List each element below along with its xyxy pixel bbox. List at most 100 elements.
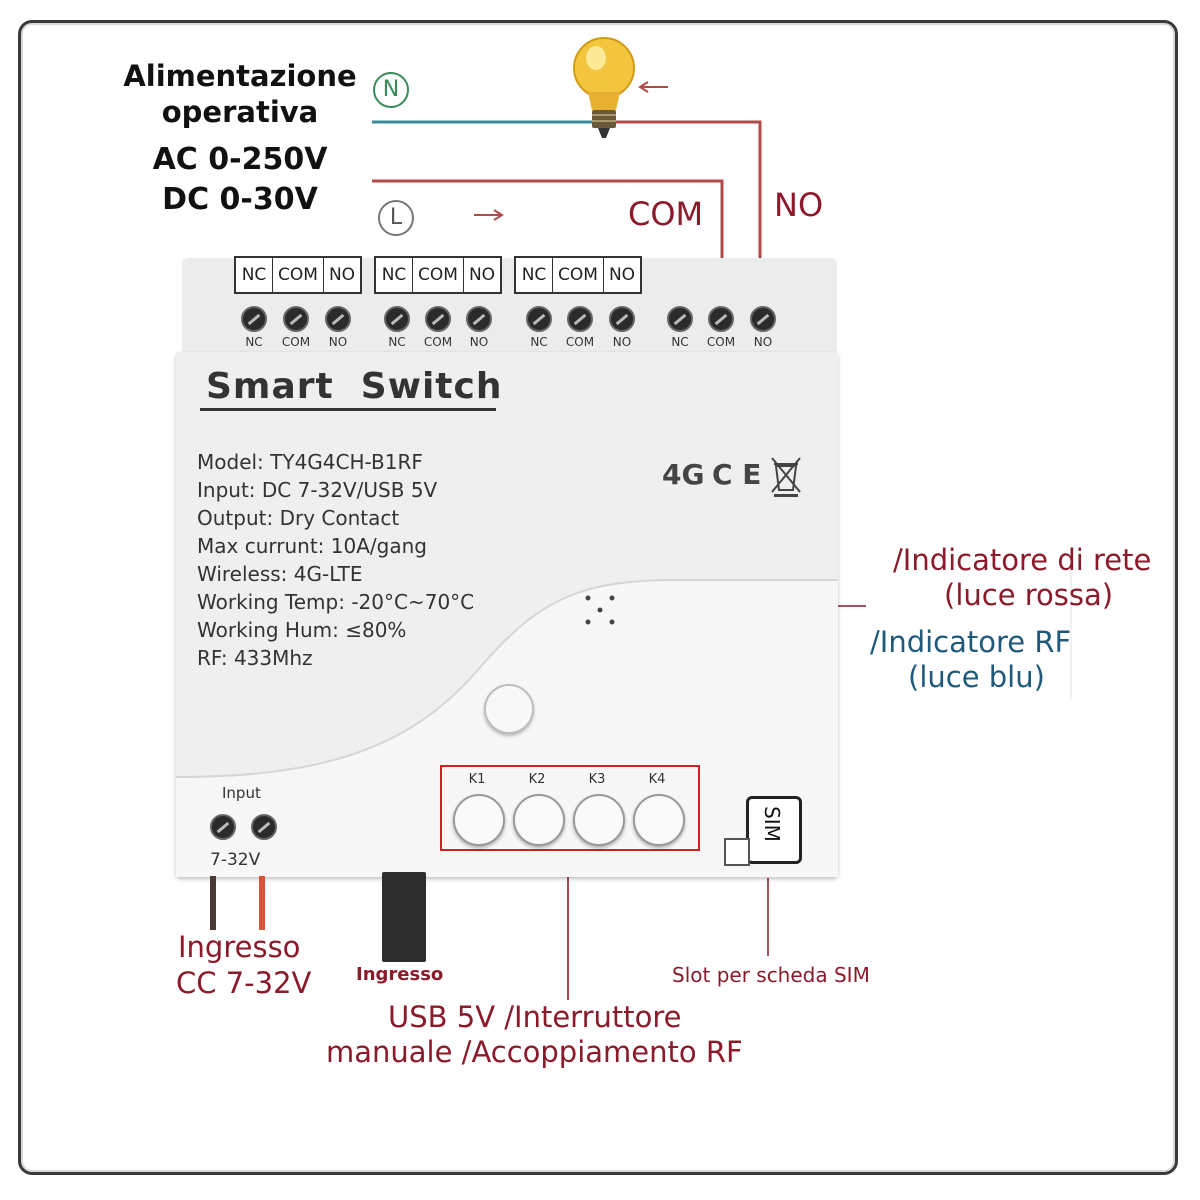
terminal-screw[interactable] — [567, 306, 593, 332]
terminal-screw[interactable] — [526, 306, 552, 332]
k3-label: K3 — [588, 772, 606, 787]
terminal-screw[interactable] — [241, 306, 267, 332]
input-screw[interactable] — [251, 814, 277, 840]
screw-label: NC — [245, 335, 263, 349]
arrow-right-icon — [474, 209, 504, 221]
sim-card-icon — [746, 796, 802, 864]
usb-switch-label-line2: manuale /Accoppiamento RF — [326, 1035, 743, 1069]
spec-humidity: Working Hum: ≤80% — [197, 618, 407, 642]
terminal-box-3: NC COM NO — [514, 256, 642, 294]
spec-input: Input: DC 7-32V/USB 5V — [197, 478, 438, 502]
spec-output: Output: Dry Contact — [197, 506, 400, 530]
neutral-label: N — [373, 72, 409, 108]
dc-range: DC 0-30V — [162, 182, 318, 217]
terminal-box-2: NC COM NO — [374, 256, 502, 294]
no-label: NO — [774, 186, 824, 224]
led-dot — [597, 607, 603, 613]
led-dot — [609, 619, 615, 625]
screw-label: NC — [530, 335, 548, 349]
no-wire — [612, 120, 762, 305]
led-dot — [609, 595, 615, 601]
sim-slot-label: Slot per scheda SIM — [672, 963, 870, 987]
spec-model: Model: TY4G4CH-B1RF — [197, 450, 423, 474]
k4-button[interactable] — [633, 794, 685, 846]
terminal-screw[interactable] — [667, 306, 693, 332]
terminal-screw[interactable] — [384, 306, 410, 332]
terminal-box-label: NC — [236, 258, 273, 292]
spec-current: Max currunt: 10A/gang — [197, 534, 427, 558]
terminal-screw[interactable] — [325, 306, 351, 332]
diagram-frame — [18, 20, 1178, 1175]
usb-cable — [382, 872, 426, 962]
com-label: COM — [628, 195, 704, 233]
power-range: AC 0-250V DC 0-30V — [120, 140, 360, 220]
arrow-left-icon — [638, 81, 668, 93]
network-indicator-label: /Indicatore di rete — [893, 543, 1152, 577]
screw-label: NO — [612, 335, 632, 349]
usb-input-label: Ingresso — [356, 964, 444, 985]
screw-label: NO — [328, 335, 348, 349]
terminal-box-label: COM — [273, 258, 324, 292]
terminal-box-label: NO — [328, 265, 356, 285]
network-indicator-color: (luce rossa) — [944, 578, 1114, 612]
rf-indicator-color: (luce blu) — [908, 660, 1045, 694]
power-title-line1: Alimentazione — [123, 59, 357, 93]
usb-switch-label-line1: USB 5V /Interruttore — [388, 1000, 682, 1034]
led-dot — [585, 619, 591, 625]
screw-label: NO — [469, 335, 489, 349]
live-label: L — [378, 200, 414, 236]
dc-input-label: Ingresso — [178, 930, 301, 964]
input-screw[interactable] — [210, 814, 236, 840]
terminal-box-label: NC — [516, 258, 553, 292]
dc-wire-positive — [259, 876, 265, 930]
spec-temp: Working Temp: -20°C~70°C — [197, 590, 475, 614]
screw-label: NO — [753, 335, 773, 349]
brand-underline — [200, 408, 496, 411]
input-range-label: 7-32V — [210, 850, 261, 870]
sim-label: SIM — [760, 806, 784, 842]
cert-4g-mark: 4G — [662, 458, 705, 491]
device-brand: Smart Switch — [206, 366, 503, 407]
terminal-box-1: NC COM NO — [234, 256, 362, 294]
terminal-box-label: NO — [608, 265, 636, 285]
screw-label: COM — [281, 335, 311, 349]
terminal-screw[interactable] — [609, 306, 635, 332]
dc-wire-negative — [210, 876, 216, 930]
rf-indicator-label: /Indicatore RF — [870, 625, 1072, 659]
cert-ce-mark: C E — [712, 458, 762, 491]
screw-label: COM — [423, 335, 453, 349]
screw-label: NC — [388, 335, 406, 349]
k1-button[interactable] — [453, 794, 505, 846]
terminal-box-label: COM — [413, 258, 464, 292]
k1-label: K1 — [468, 772, 486, 787]
power-title: Alimentazione operativa — [100, 58, 380, 130]
terminal-box-label: NO — [468, 265, 496, 285]
k2-button[interactable] — [513, 794, 565, 846]
pairing-button[interactable] — [484, 684, 534, 734]
terminal-screw[interactable] — [283, 306, 309, 332]
led-indicators — [585, 595, 615, 625]
terminal-box-label: NC — [376, 258, 413, 292]
sim-slot[interactable] — [724, 838, 750, 866]
light-bulb-icon — [573, 37, 635, 138]
ac-range: AC 0-250V — [152, 142, 328, 177]
terminal-screw[interactable] — [425, 306, 451, 332]
input-label: Input — [222, 784, 261, 802]
dc-input-range: CC 7-32V — [176, 966, 312, 1000]
spec-wireless: Wireless: 4G-LTE — [197, 562, 363, 586]
manual-buttons-box — [440, 765, 700, 851]
k3-button[interactable] — [573, 794, 625, 846]
screw-label: COM — [565, 335, 595, 349]
weee-bin-icon — [771, 457, 801, 497]
screw-label: NC — [671, 335, 689, 349]
k4-label: K4 — [648, 772, 666, 787]
terminal-screw-com[interactable] — [708, 306, 734, 332]
k2-label: K2 — [528, 772, 546, 787]
led-dot — [585, 595, 591, 601]
terminal-screw[interactable] — [466, 306, 492, 332]
terminal-screw-no[interactable] — [750, 306, 776, 332]
terminal-box-label: COM — [553, 258, 604, 292]
spec-rf: RF: 433Mhz — [197, 646, 313, 670]
power-title-line2: operativa — [161, 95, 319, 129]
